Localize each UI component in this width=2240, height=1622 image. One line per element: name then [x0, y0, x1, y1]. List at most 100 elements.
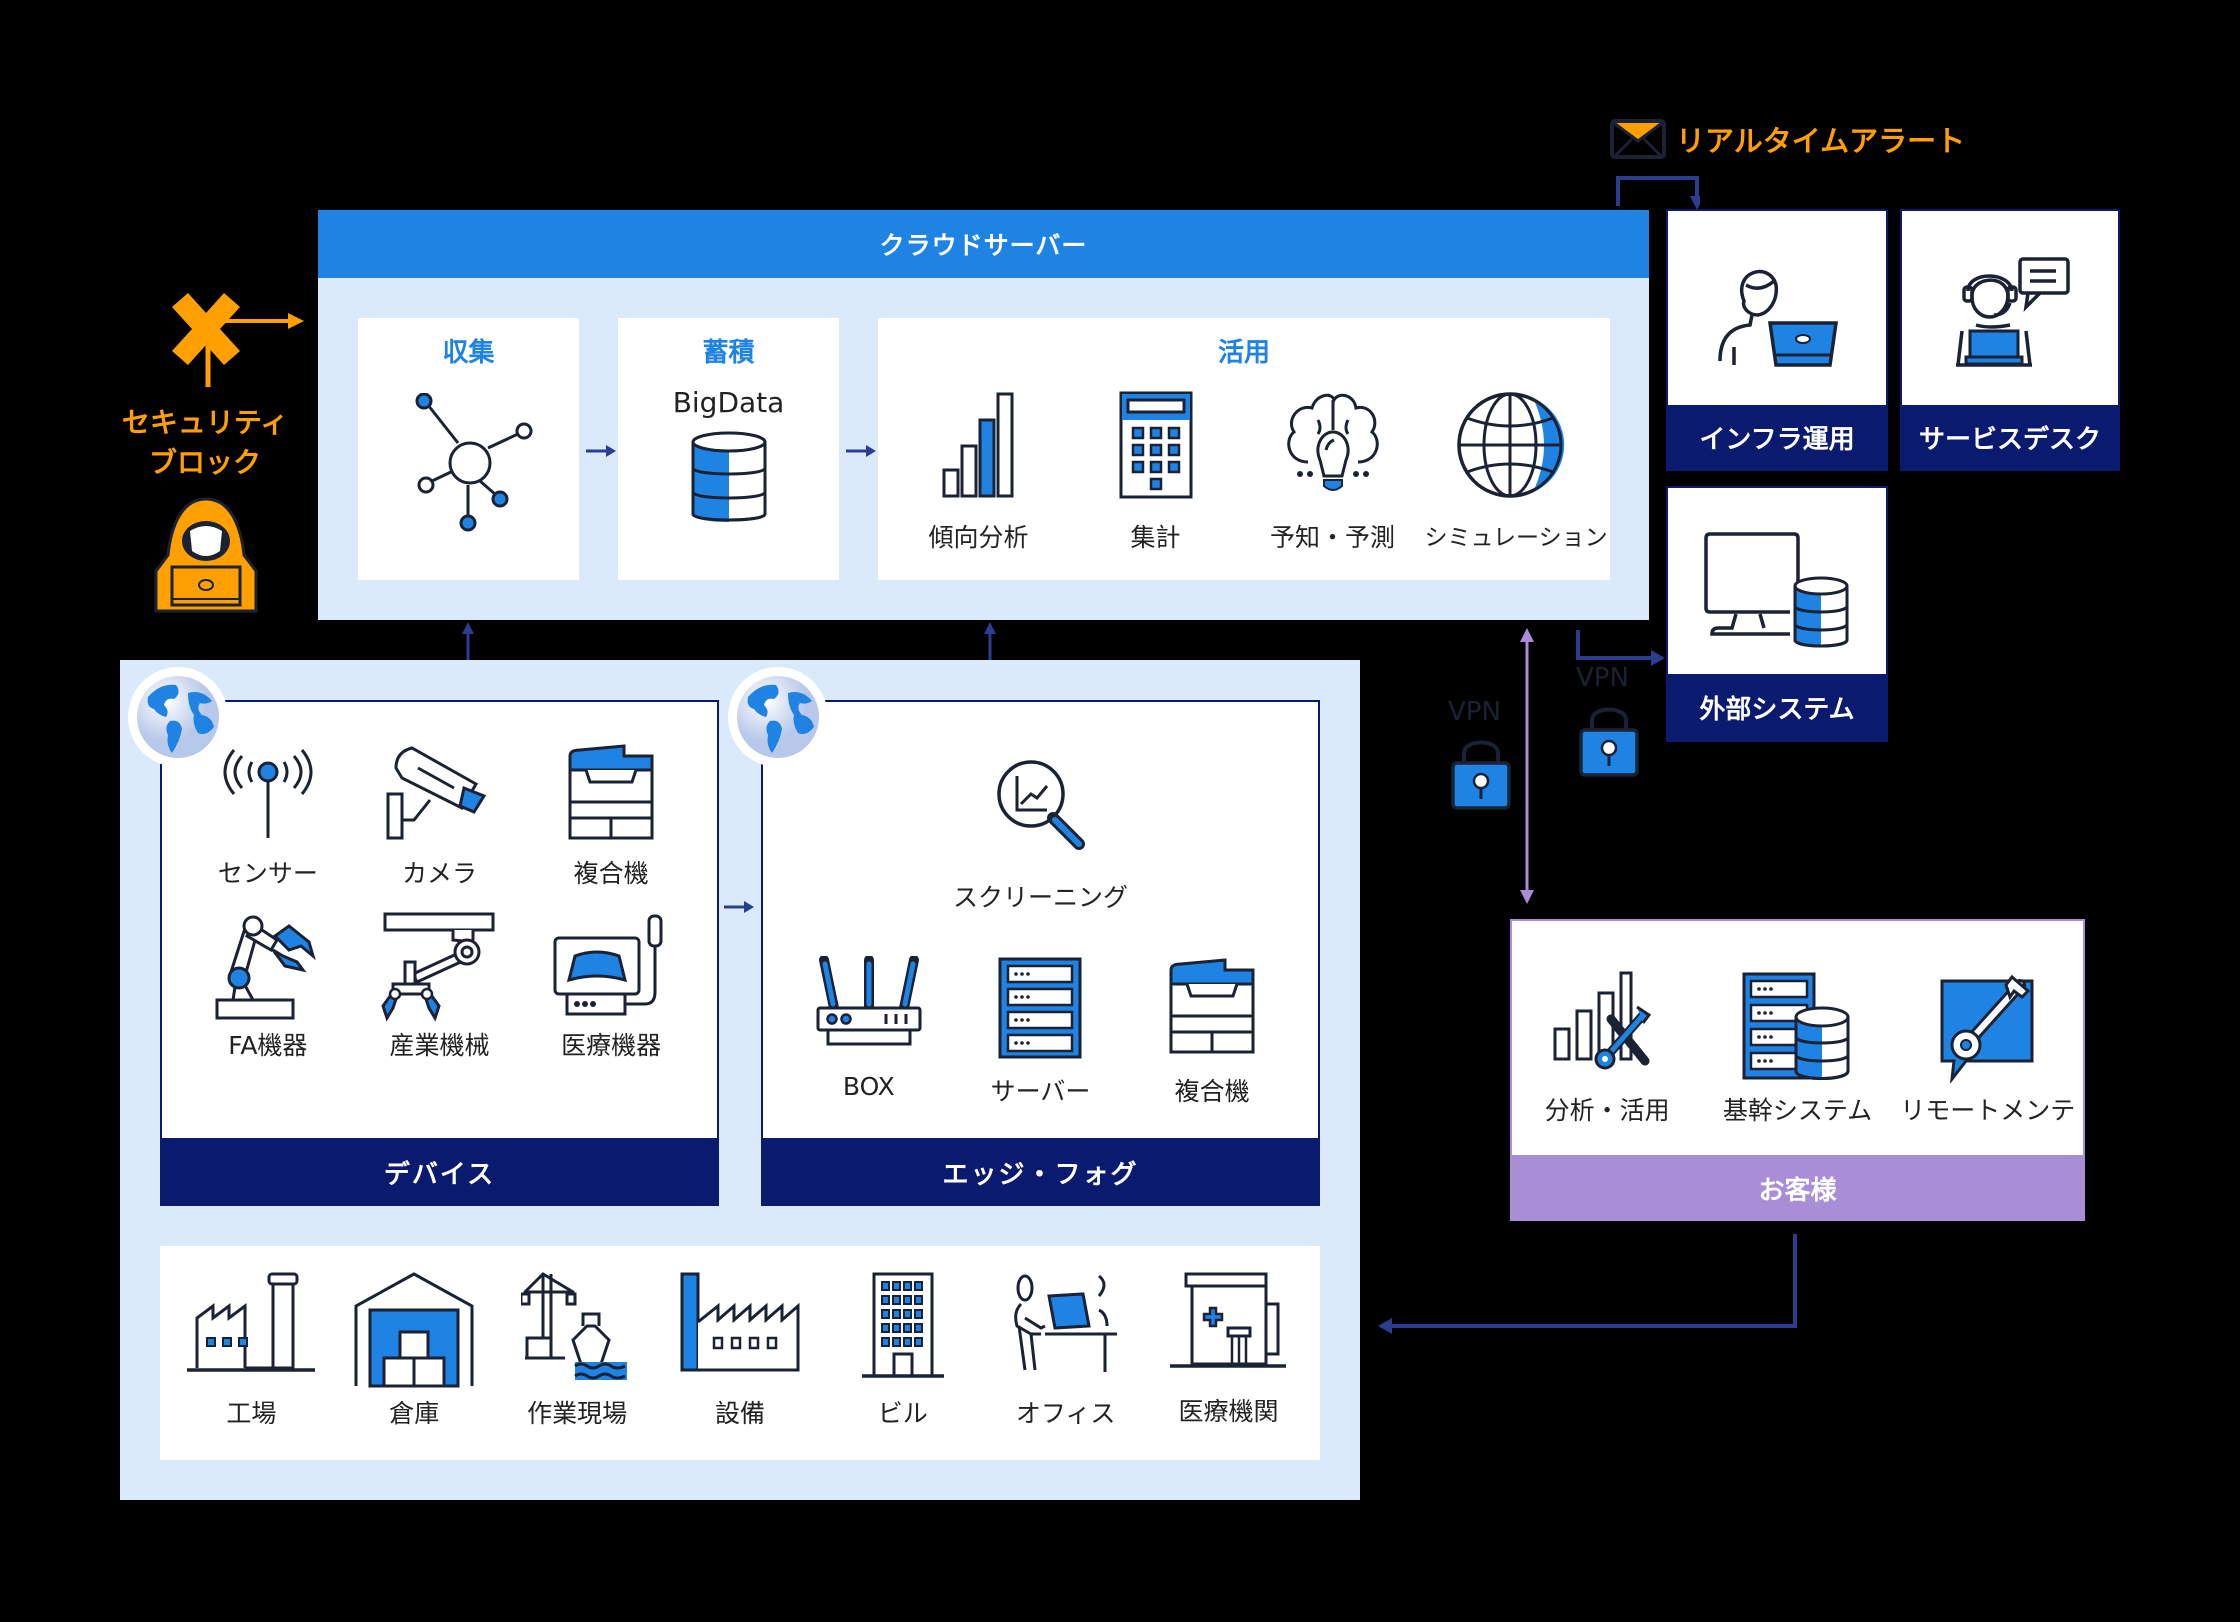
customer-item-label: 基幹システム [1722, 1096, 1873, 1125]
collect-title: 収集 [442, 338, 495, 368]
service-desk-label: サービスデスク [1902, 405, 2118, 469]
customer-items: 分析・活用 基幹システム リモートメンテ [1512, 971, 2083, 1127]
robot-arm-icon [215, 915, 316, 1020]
operator-laptop-icon [1718, 269, 1839, 367]
screening: スクリーニング [763, 756, 1318, 914]
edge-fog-box: スクリーニング BOX サーバー [761, 700, 1320, 1206]
facility-icon [680, 1272, 800, 1372]
utilize-item-label: 予知・予測 [1269, 523, 1395, 552]
place-equipment: 設備 [665, 1270, 815, 1430]
network-hub-icon [415, 393, 533, 532]
utilize-item-label: シミュレーション [1424, 525, 1608, 551]
cloud-server-panel: クラウドサーバー 収集 蓄積 BigData 活用 [318, 210, 1649, 620]
utilize-items: 傾向分析 集計 [878, 390, 1610, 554]
place-factory: 工場 [176, 1270, 326, 1430]
factory-icon [187, 1272, 316, 1372]
customer-item-label: 分析・活用 [1544, 1096, 1670, 1125]
customer-item-remote-maint: リモートメンテ [1898, 971, 2078, 1127]
server-database-icon [1742, 972, 1850, 1080]
external-arrow [1576, 630, 1665, 666]
place-worksite: 作業現場 [502, 1270, 652, 1430]
device-label: センサー [217, 859, 318, 888]
places-box: 工場 倉庫 作業現場 [160, 1246, 1320, 1460]
store-card: 蓄積 BigData [618, 318, 839, 580]
server-rack-icon [998, 957, 1082, 1059]
customer-item-analytics: 分析・活用 [1517, 971, 1697, 1127]
devices-edge-arrow [724, 901, 754, 913]
customer-return-arrow [1378, 1234, 1797, 1334]
utilize-title: 活用 [1217, 338, 1270, 368]
device-sensor: センサー [182, 742, 354, 890]
external-system-card: 外部システム [1666, 486, 1888, 742]
infra-ops-label: インフラ運用 [1668, 405, 1886, 469]
edge-mfp: 複合機 [1126, 956, 1298, 1108]
edge-server: サーバー [955, 956, 1127, 1108]
service-desk-card: サービスデスク [1900, 209, 2120, 471]
device-label: 産業機械 [389, 1031, 490, 1060]
bigdata-label: BigData [672, 386, 785, 419]
edge-item-label: サーバー [990, 1077, 1091, 1106]
chart-tools-icon [1553, 971, 1652, 1070]
place-label: 作業現場 [527, 1399, 628, 1428]
place-label: 医療機関 [1178, 1397, 1279, 1426]
warehouse-icon [354, 1272, 474, 1388]
office-worker-icon [1013, 1274, 1117, 1372]
utilize-item-label: 集計 [1130, 523, 1181, 552]
utilize-card: 活用 傾向分析 集計 [878, 318, 1610, 580]
calculator-icon [1119, 391, 1192, 499]
edge-item-label: 複合機 [1174, 1077, 1250, 1106]
internet-globe-icon [728, 667, 828, 767]
industrial-crane-icon [381, 912, 495, 1022]
place-label: 工場 [226, 1399, 277, 1428]
place-office: オフィス [991, 1270, 1141, 1430]
place-hospital: 医療機関 [1153, 1270, 1303, 1430]
screening-label: スクリーニング [952, 883, 1128, 912]
device-industrial: 産業機械 [354, 912, 526, 1062]
security-block-label: セキュリティ ブロック [121, 406, 289, 479]
device-mfp: 複合機 [525, 742, 697, 890]
utilize-item-label: 傾向分析 [928, 523, 1029, 552]
globe-grid-icon [1456, 392, 1564, 498]
printer-icon [1169, 958, 1255, 1054]
support-headset-icon [1956, 257, 2070, 367]
device-fa: FA機器 [182, 912, 354, 1062]
places-list: 工場 倉庫 作業現場 [170, 1270, 1310, 1430]
customer-item-label: リモートメンテ [1900, 1096, 2076, 1125]
edge-grid: BOX サーバー 複合機 [783, 956, 1298, 1108]
device-label: 複合機 [573, 859, 649, 888]
alert-arrow [1616, 176, 1700, 210]
store-title: 蓄積 [702, 338, 755, 368]
device-medical: 医療機器 [525, 912, 697, 1062]
device-label: FA機器 [228, 1031, 308, 1060]
database-icon [691, 431, 767, 522]
place-label: 設備 [714, 1399, 765, 1428]
edge-item-label: BOX [842, 1072, 895, 1101]
vpn-label: VPN [1576, 663, 1629, 693]
infra-ops-card: インフラ運用 [1666, 209, 1888, 471]
vpn-bidirectional-arrow [1520, 628, 1534, 904]
cloud-server-title: クラウドサーバー [318, 210, 1649, 278]
utilize-item-forecast: 予知・予測 [1248, 390, 1418, 554]
ultrasound-icon [553, 914, 663, 1016]
customer-panel: 分析・活用 基幹システム リモートメンテ [1510, 919, 2085, 1221]
vpn-label: VPN [1448, 697, 1501, 727]
x-block-icon [172, 293, 304, 387]
edge-box-router: BOX [783, 956, 955, 1108]
utilize-item-aggregate: 集計 [1071, 390, 1241, 554]
mail-icon [1610, 119, 1666, 159]
alert-label: リアルタイムアラート [1676, 124, 1966, 158]
device-label: カメラ [401, 859, 477, 888]
wrench-chat-icon [1940, 974, 2034, 1083]
realtime-alert: リアルタイムアラート [1610, 118, 1965, 160]
edge-fog-label: エッジ・フォグ [761, 1138, 1320, 1206]
devices-box: センサー カメラ 複合機 [160, 700, 719, 1206]
place-building: ビル [828, 1270, 978, 1430]
customer-label: お客様 [1510, 1155, 2085, 1221]
utilize-item-trend: 傾向分析 [894, 390, 1064, 554]
customer-item-core-system: 基幹システム [1707, 971, 1887, 1127]
camera-icon [386, 746, 487, 840]
external-system-label: 外部システム [1668, 674, 1886, 740]
router-icon [816, 956, 922, 1046]
place-label: 倉庫 [389, 1399, 440, 1428]
hospital-icon [1170, 1272, 1287, 1368]
